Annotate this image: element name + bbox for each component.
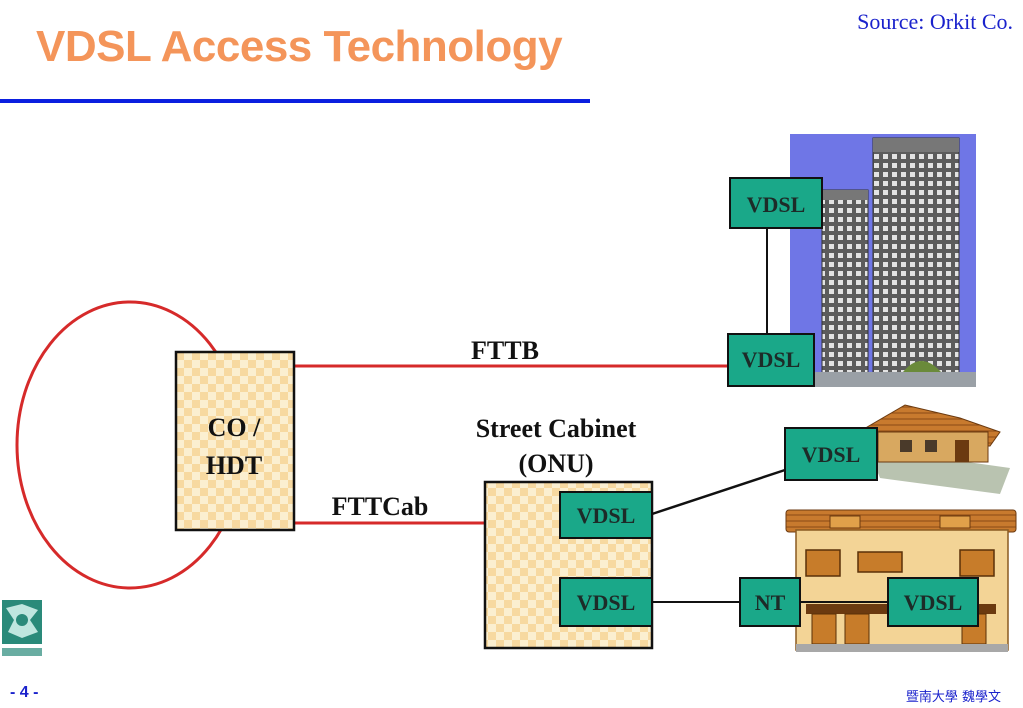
vdsl-box-building-base: VDSL — [727, 333, 815, 387]
institution-logo-icon — [2, 600, 42, 656]
vdsl-label: VDSL — [802, 442, 861, 467]
nt-box: NT — [739, 577, 801, 627]
page-number: - 4 - — [10, 684, 39, 701]
fttb-label: FTTB — [471, 336, 539, 365]
fttcab-label: FTTCab — [332, 492, 429, 521]
vdsl-box-apartment: VDSL — [887, 577, 979, 627]
vdsl-box-house: VDSL — [784, 427, 878, 481]
onu-label: (ONU) — [518, 449, 593, 478]
house-image — [861, 404, 1010, 494]
vdsl-label: VDSL — [747, 192, 806, 217]
vdsl-label: VDSL — [904, 590, 963, 615]
hdt-label: HDT — [206, 451, 262, 480]
office-towers-image — [790, 134, 976, 387]
co-label: CO / — [208, 413, 262, 442]
vdsl-label: VDSL — [577, 503, 636, 528]
nt-label: NT — [755, 590, 786, 615]
footer-credit: 暨南大學 魏學文 — [905, 690, 1001, 705]
source-credit: Source: Orkit Co. — [857, 9, 1013, 34]
page-title: VDSL Access Technology — [36, 22, 563, 71]
vdsl-box-cabinet-top: VDSL — [559, 491, 653, 539]
co-hdt-box — [174, 350, 296, 532]
vdsl-box-building-top: VDSL — [729, 177, 823, 229]
cabinet-label: Street Cabinet — [476, 414, 637, 443]
vdsl-label: VDSL — [742, 347, 801, 372]
cabinet-to-house-link — [651, 468, 786, 516]
title-underline — [0, 99, 590, 103]
vdsl-box-cabinet-bottom: VDSL — [559, 577, 653, 627]
vdsl-label: VDSL — [577, 590, 636, 615]
